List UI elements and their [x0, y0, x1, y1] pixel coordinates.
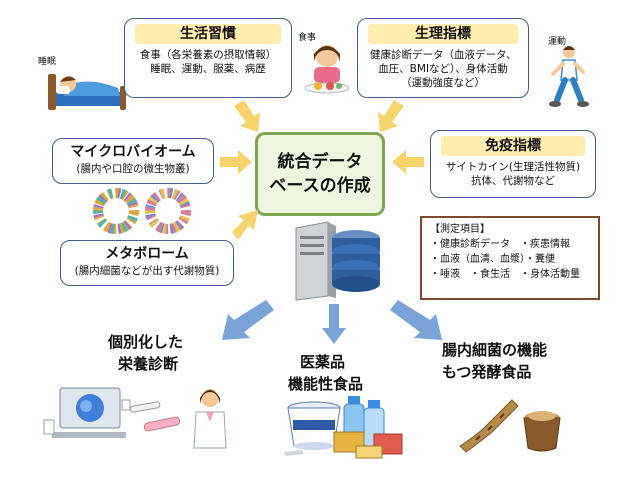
measurement-item: ・健康診断データ ・疾患情報 — [430, 239, 570, 250]
physiology-line: 健康診断データ（血液データ、 — [370, 49, 517, 61]
eating-person-icon — [304, 45, 350, 94]
lifestyle-line: 食事（各栄養素の摂取情報） — [139, 49, 277, 61]
measurement-item: ・血液（血清、血漿）・糞便 — [430, 254, 555, 265]
immune-title: 免疫指標 — [441, 136, 585, 156]
physiology-box: 生理指標 健康診断データ（血液データ、 血圧、BMIなど）、身体活動 （運動強度… — [357, 18, 529, 98]
output-nutrition-line2: 栄養診断 — [118, 355, 179, 373]
test-tube-icon — [129, 401, 181, 432]
computer-brain-icon — [43, 387, 131, 438]
arrow-immune-to-center — [392, 150, 424, 174]
supplement-bottles-icon — [333, 396, 403, 459]
arrow-microbiome-to-center — [220, 150, 252, 174]
arrow-to-fermented — [390, 300, 442, 340]
physiology-line: （運動強度など） — [401, 77, 485, 89]
arrow-to-pharma — [322, 304, 346, 344]
exercise-label: 運動 — [548, 37, 567, 47]
lifestyle-box: 生活習慣 食事（各栄養素の摂取情報） 睡眠、運動、服薬、病歴 — [124, 18, 292, 98]
doctor-icon — [193, 389, 227, 449]
metabolome-box: メタボローム (腸内細菌などが出す代謝物質) — [60, 240, 234, 286]
center-title-line2: ベースの作成 — [269, 176, 371, 196]
integrated-database-box: 統合データ ベースの作成 — [255, 132, 385, 216]
meal-label: 食事 — [298, 33, 317, 43]
output-fermented-line1: 腸内細菌の機能 — [442, 341, 548, 359]
microbiome-title: マイクロバイオーム — [70, 144, 196, 160]
microbiome-line: (腸内や口腔の微生物叢) — [76, 163, 190, 175]
arrow-lifestyle-to-center — [234, 100, 260, 132]
arrow-to-nutrition — [222, 300, 274, 340]
center-title-line1: 統合データ — [277, 152, 363, 172]
output-fermented-line2: もつ発酵食品 — [442, 363, 532, 381]
immune-line: サイトカイン(生理活性物質) — [445, 161, 581, 173]
colorful-ring-icon — [145, 188, 191, 234]
sleeping-person-icon — [48, 74, 126, 110]
physiology-title: 生理指標 — [368, 24, 518, 44]
metabolome-title: メタボローム — [105, 246, 189, 262]
sleep-label: 睡眠 — [38, 57, 57, 67]
measurement-items-box: 【測定項目】 ・健康診断データ ・疾患情報 ・血液（血清、血漿）・糞便 ・唾液 … — [420, 216, 600, 300]
immune-box: 免疫指標 サイトカイン(生理活性物質) 抗体、代謝物など — [430, 130, 596, 198]
immune-line: 抗体、代謝物など — [471, 175, 555, 187]
output-nutrition-line1: 個別化した — [108, 333, 184, 351]
output-pharma-line1: 医薬品 — [300, 353, 346, 371]
metabolome-line: (腸内細菌などが出す代謝物質) — [74, 265, 220, 277]
measurement-item: ・唾液 ・食生活 ・身体活動量 — [430, 269, 580, 280]
runner-icon — [549, 46, 589, 107]
colorful-ring-icon — [93, 188, 139, 234]
measurement-title: 【測定項目】 — [430, 224, 490, 235]
fermented-food-icon — [459, 399, 561, 453]
output-pharma-line2: 機能性食品 — [288, 375, 364, 393]
arrow-metabolome-to-center — [232, 210, 258, 240]
database-server-icon — [295, 221, 380, 301]
arrow-physiology-to-center — [378, 100, 404, 132]
microbiome-box: マイクロバイオーム (腸内や口腔の微生物叢) — [52, 138, 214, 184]
lifestyle-title: 生活習慣 — [135, 24, 281, 44]
lifestyle-line: 睡眠、運動、服薬、病歴 — [150, 63, 266, 75]
physiology-line: 血圧、BMIなど）、身体活動 — [378, 63, 508, 75]
